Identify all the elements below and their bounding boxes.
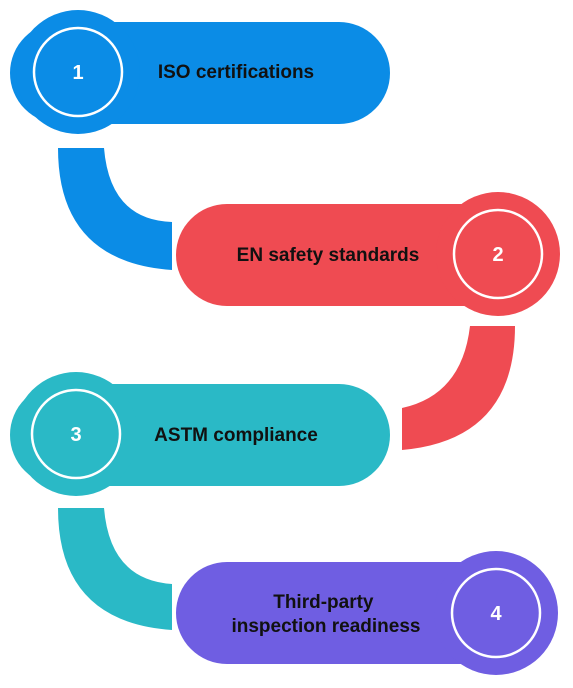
step-2-number: 2 — [492, 244, 503, 266]
step-2-label: EN safety standards — [237, 245, 420, 266]
step-1-number-ring — [32, 26, 124, 118]
step-2-number-ring — [452, 208, 544, 300]
step-4-label: Third-party inspection readiness — [231, 592, 420, 637]
step-1: 1 ISO certifications — [10, 10, 390, 134]
step-4-number: 4 — [490, 603, 502, 625]
step-3-number-ring — [30, 388, 122, 480]
connector-1-2 — [58, 148, 172, 270]
connector-2-3 — [402, 326, 515, 450]
step-1-label: ISO certifications — [158, 62, 314, 83]
connector-3-4 — [58, 508, 172, 630]
step-1-number: 1 — [72, 62, 83, 84]
step-3-label: ASTM compliance — [154, 425, 318, 446]
step-3: 3 ASTM compliance — [10, 372, 390, 496]
step-4-number-ring — [450, 567, 542, 659]
step-3-number: 3 — [70, 424, 81, 446]
step-4: 4 Third-party inspection readiness — [176, 551, 558, 675]
step-2: 2 EN safety standards — [176, 192, 560, 316]
